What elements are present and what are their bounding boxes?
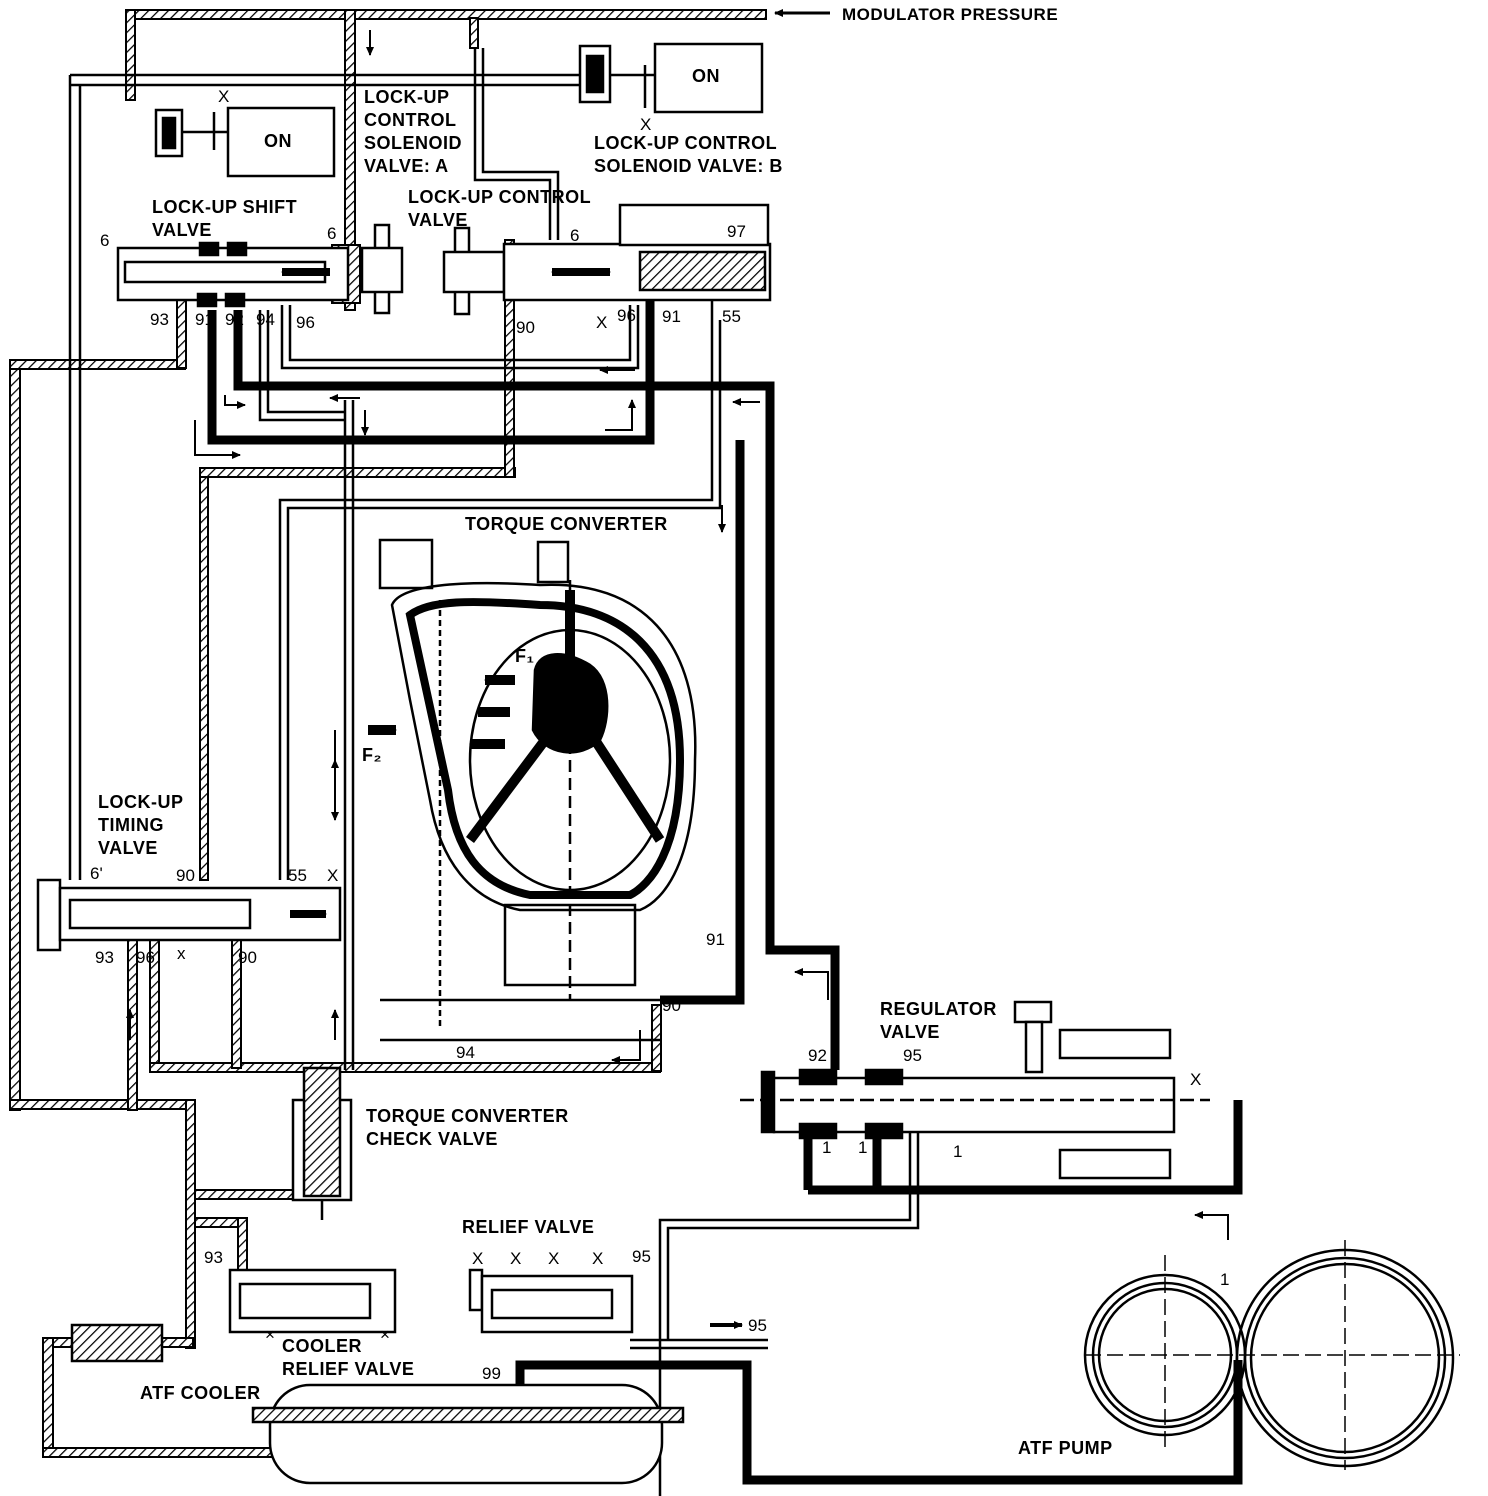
port-x-relief-2: X: [510, 1249, 522, 1268]
relief-valve-label: RELIEF VALVE: [462, 1217, 595, 1237]
port-x-solenoid-a: X: [218, 87, 230, 106]
flow-arrows: [126, 9, 1229, 1329]
port-96-timing: 96: [136, 948, 155, 967]
port-6-control: 6: [570, 226, 580, 245]
port-x-solenoid-b: X: [640, 115, 652, 134]
port-1-regulator-c: 1: [953, 1142, 963, 1161]
port-x-cooler-relief-1: ×: [265, 1325, 275, 1344]
solenoid-b-label: LOCK-UP CONTROL SOLENOID VALVE: B: [594, 133, 783, 176]
port-6-shift-left: 6: [100, 231, 110, 250]
atf-cooler-label: ATF COOLER: [140, 1383, 261, 1403]
cooler-relief-valve-label: COOLER RELIEF VALVE: [282, 1336, 415, 1379]
port-x-timing: X: [327, 866, 339, 885]
solenoid-valve-b: [578, 42, 764, 114]
port-x-regulator: X: [1190, 1070, 1202, 1089]
control-valve-label: LOCK-UP CONTROL VALVE: [408, 187, 592, 230]
port-x-relief-1: X: [472, 1249, 484, 1268]
atf-pump-label: ATF PUMP: [1018, 1438, 1113, 1458]
port-92-shift: 92: [225, 310, 244, 329]
low-pressure-lines: [68, 48, 920, 1496]
modulator-pressure-label: MODULATOR PRESSURE: [842, 5, 1059, 24]
port-90-control: 90: [516, 318, 535, 337]
port-1-regulator-a: 1: [822, 1138, 832, 1157]
cooler-relief-valve: [228, 1268, 397, 1334]
port-90-converter: 90: [662, 996, 681, 1015]
shift-valve-actuator: [360, 223, 404, 315]
port-55-control: 55: [722, 307, 741, 326]
torque-converter-force-arrows: [368, 675, 515, 749]
port-93-shift: 93: [150, 310, 169, 329]
regulator-valve-label: REGULATOR VALVE: [880, 999, 997, 1042]
port-96-control: 96: [617, 306, 636, 325]
atf-pump: [1083, 1240, 1460, 1470]
port-95-outlet: 95: [748, 1316, 767, 1335]
port-93-cooler-relief: 93: [204, 1248, 223, 1267]
port-91-control: 91: [662, 307, 681, 326]
port-x-relief-3: X: [548, 1249, 560, 1268]
port-90-timing-bottom: 90: [238, 948, 257, 967]
port-x-timing-bottom: x: [177, 944, 186, 963]
port-99-cooler: 99: [482, 1364, 501, 1383]
port-1-regulator-b: 1: [858, 1138, 868, 1157]
timing-valve-label: LOCK-UP TIMING VALVE: [98, 792, 184, 858]
port-x-control: X: [596, 313, 608, 332]
port-55-timing: 55: [288, 866, 307, 885]
lock-up-control-valve: [442, 203, 772, 316]
port-91-converter: 91: [706, 930, 725, 949]
torque-converter-label: TORQUE CONVERTER: [465, 514, 668, 534]
torque-converter-check-valve: [291, 1066, 353, 1220]
port-1-pump: 1: [1220, 1270, 1230, 1289]
port-95-regulator: 95: [903, 1046, 922, 1065]
port-97-control: 97: [727, 222, 746, 241]
regulator-valve: [740, 1000, 1210, 1180]
lock-up-shift-valve: [116, 241, 350, 308]
port-95-relief: 95: [632, 1247, 651, 1266]
torque-converter: [378, 538, 697, 1042]
solenoid-valve-a: [154, 106, 336, 178]
port-96-shift: 96: [296, 313, 315, 332]
solenoid-a-label: LOCK-UP CONTROL SOLENOID VALVE: A: [364, 87, 463, 176]
port-6-timing: 6': [90, 864, 103, 883]
relief-valve: [468, 1268, 634, 1334]
tc-check-valve-label: TORQUE CONVERTER CHECK VALVE: [366, 1106, 569, 1149]
port-94-converter: 94: [456, 1043, 475, 1062]
force-2-label: F₂: [362, 745, 382, 765]
solenoid-a-state: ON: [264, 131, 292, 151]
solenoid-b-state: ON: [692, 66, 720, 86]
atf-cooler: [70, 1323, 685, 1485]
lock-up-timing-valve: [36, 878, 342, 952]
port-91-shift: 91: [195, 310, 214, 329]
port-94-shift: 94: [256, 310, 275, 329]
port-92-regulator: 92: [808, 1046, 827, 1065]
force-1-label: F₁: [515, 646, 535, 666]
port-x-relief-4: X: [592, 1249, 604, 1268]
port-90-timing-top: 90: [176, 866, 195, 885]
port-6-shift-right: 6: [327, 224, 337, 243]
shift-valve-label: LOCK-UP SHIFT VALVE: [152, 197, 298, 240]
port-x-cooler-relief-2: ×: [380, 1325, 390, 1344]
port-93-timing: 93: [95, 948, 114, 967]
